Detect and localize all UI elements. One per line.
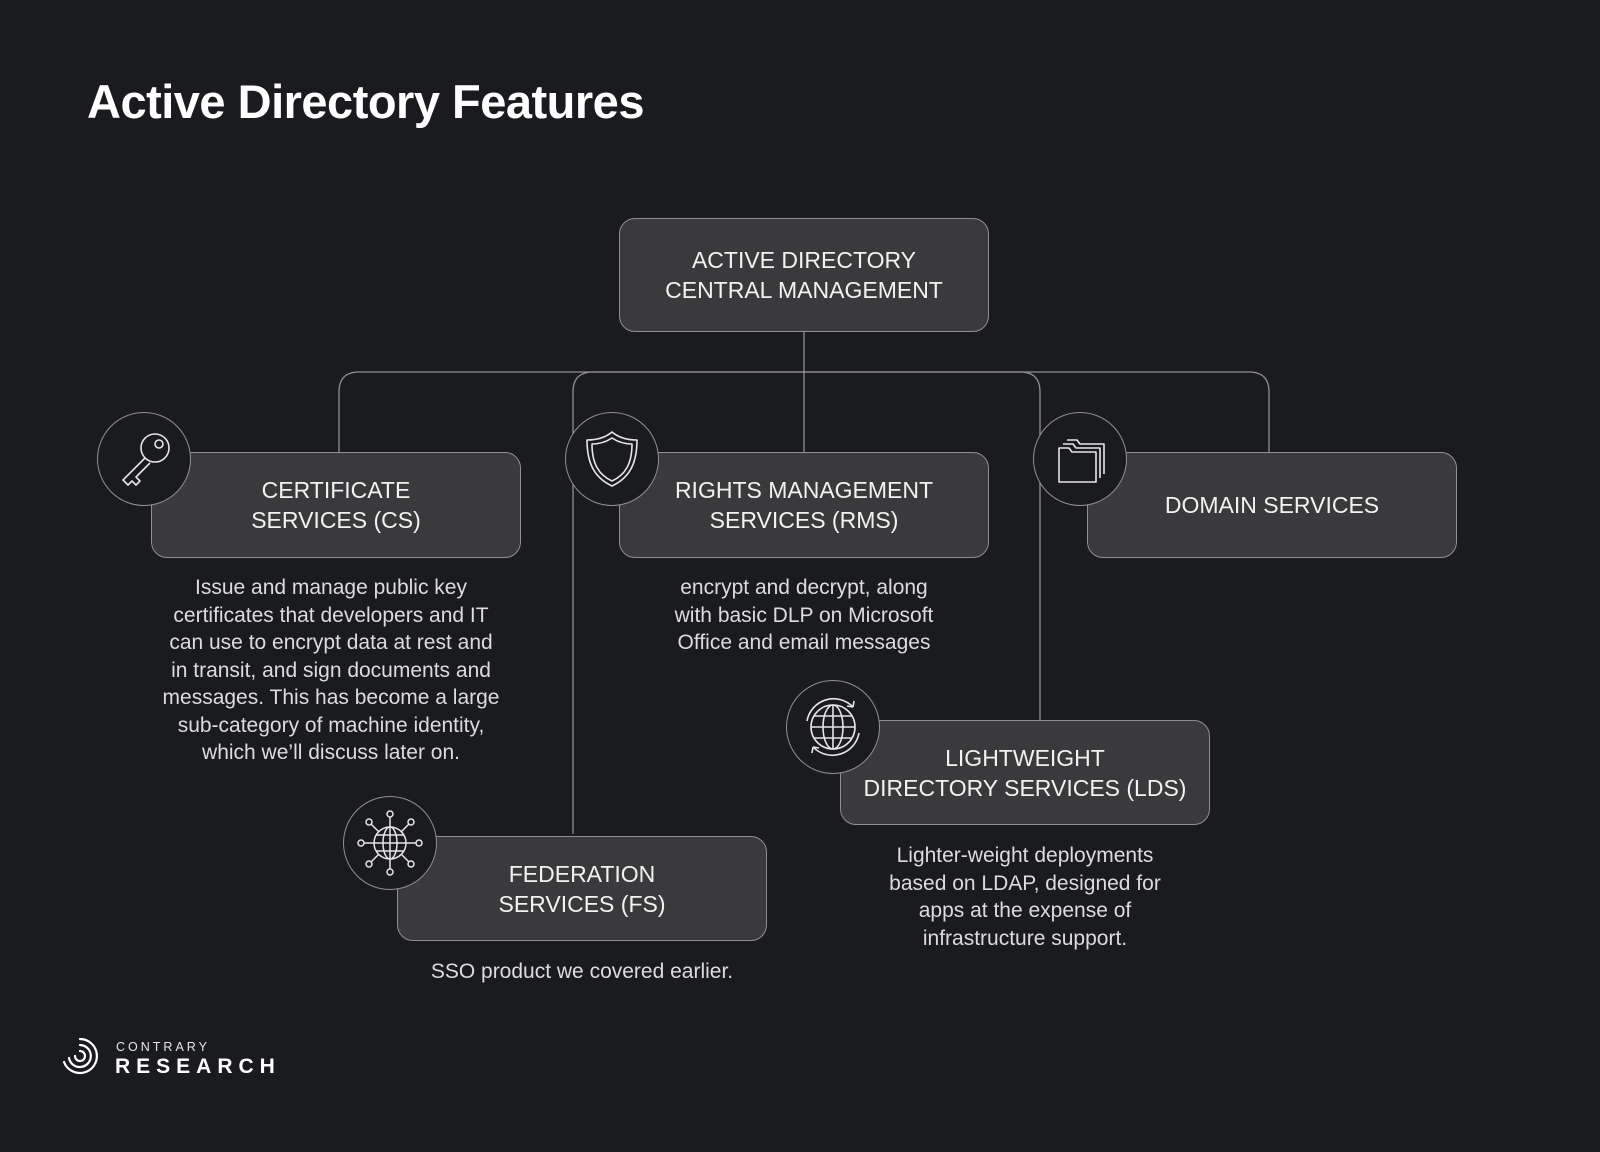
connector-bus-inner (572, 371, 1041, 834)
lightweight-directory-services-box: LIGHTWEIGHT DIRECTORY SERVICES (LDS) (840, 720, 1210, 825)
logo-wordmark-top: CONTRARY (116, 1040, 210, 1054)
certificate-services-icon-badge (97, 412, 191, 506)
globe-sync-icon (806, 697, 860, 757)
certificate-services-box: CERTIFICATE SERVICES (CS) (151, 452, 521, 558)
contrary-logo-icon (62, 1037, 99, 1075)
shield-icon (586, 431, 638, 487)
rights-management-services-box: RIGHTS MANAGEMENT SERVICES (RMS) (619, 452, 989, 558)
rights-management-description: encrypt and decrypt, along with basic DL… (674, 576, 934, 654)
certificate-services-description: Issue and manage public key certificates… (162, 576, 500, 764)
rights-management-icon-badge (565, 412, 659, 506)
domain-services-box: DOMAIN SERVICES (1087, 452, 1457, 558)
federation-services-icon-badge (343, 796, 437, 890)
federation-services-description: SSO product we covered earlier. (430, 960, 734, 983)
key-icon (122, 433, 170, 486)
lightweight-directory-description: Lighter-weight deployments based on LDAP… (889, 844, 1161, 950)
federation-services-box: FEDERATION SERVICES (FS) (397, 836, 767, 941)
logo-wordmark-bottom: RESEARCH (115, 1055, 281, 1078)
central-management-box: ACTIVE DIRECTORY CENTRAL MANAGEMENT (619, 218, 989, 332)
network-globe-icon (357, 810, 423, 876)
domain-services-icon-badge (1033, 412, 1127, 506)
folders-icon (1058, 439, 1105, 483)
lightweight-directory-icon-badge (786, 680, 880, 774)
page-title: Active Directory Features (87, 75, 644, 128)
